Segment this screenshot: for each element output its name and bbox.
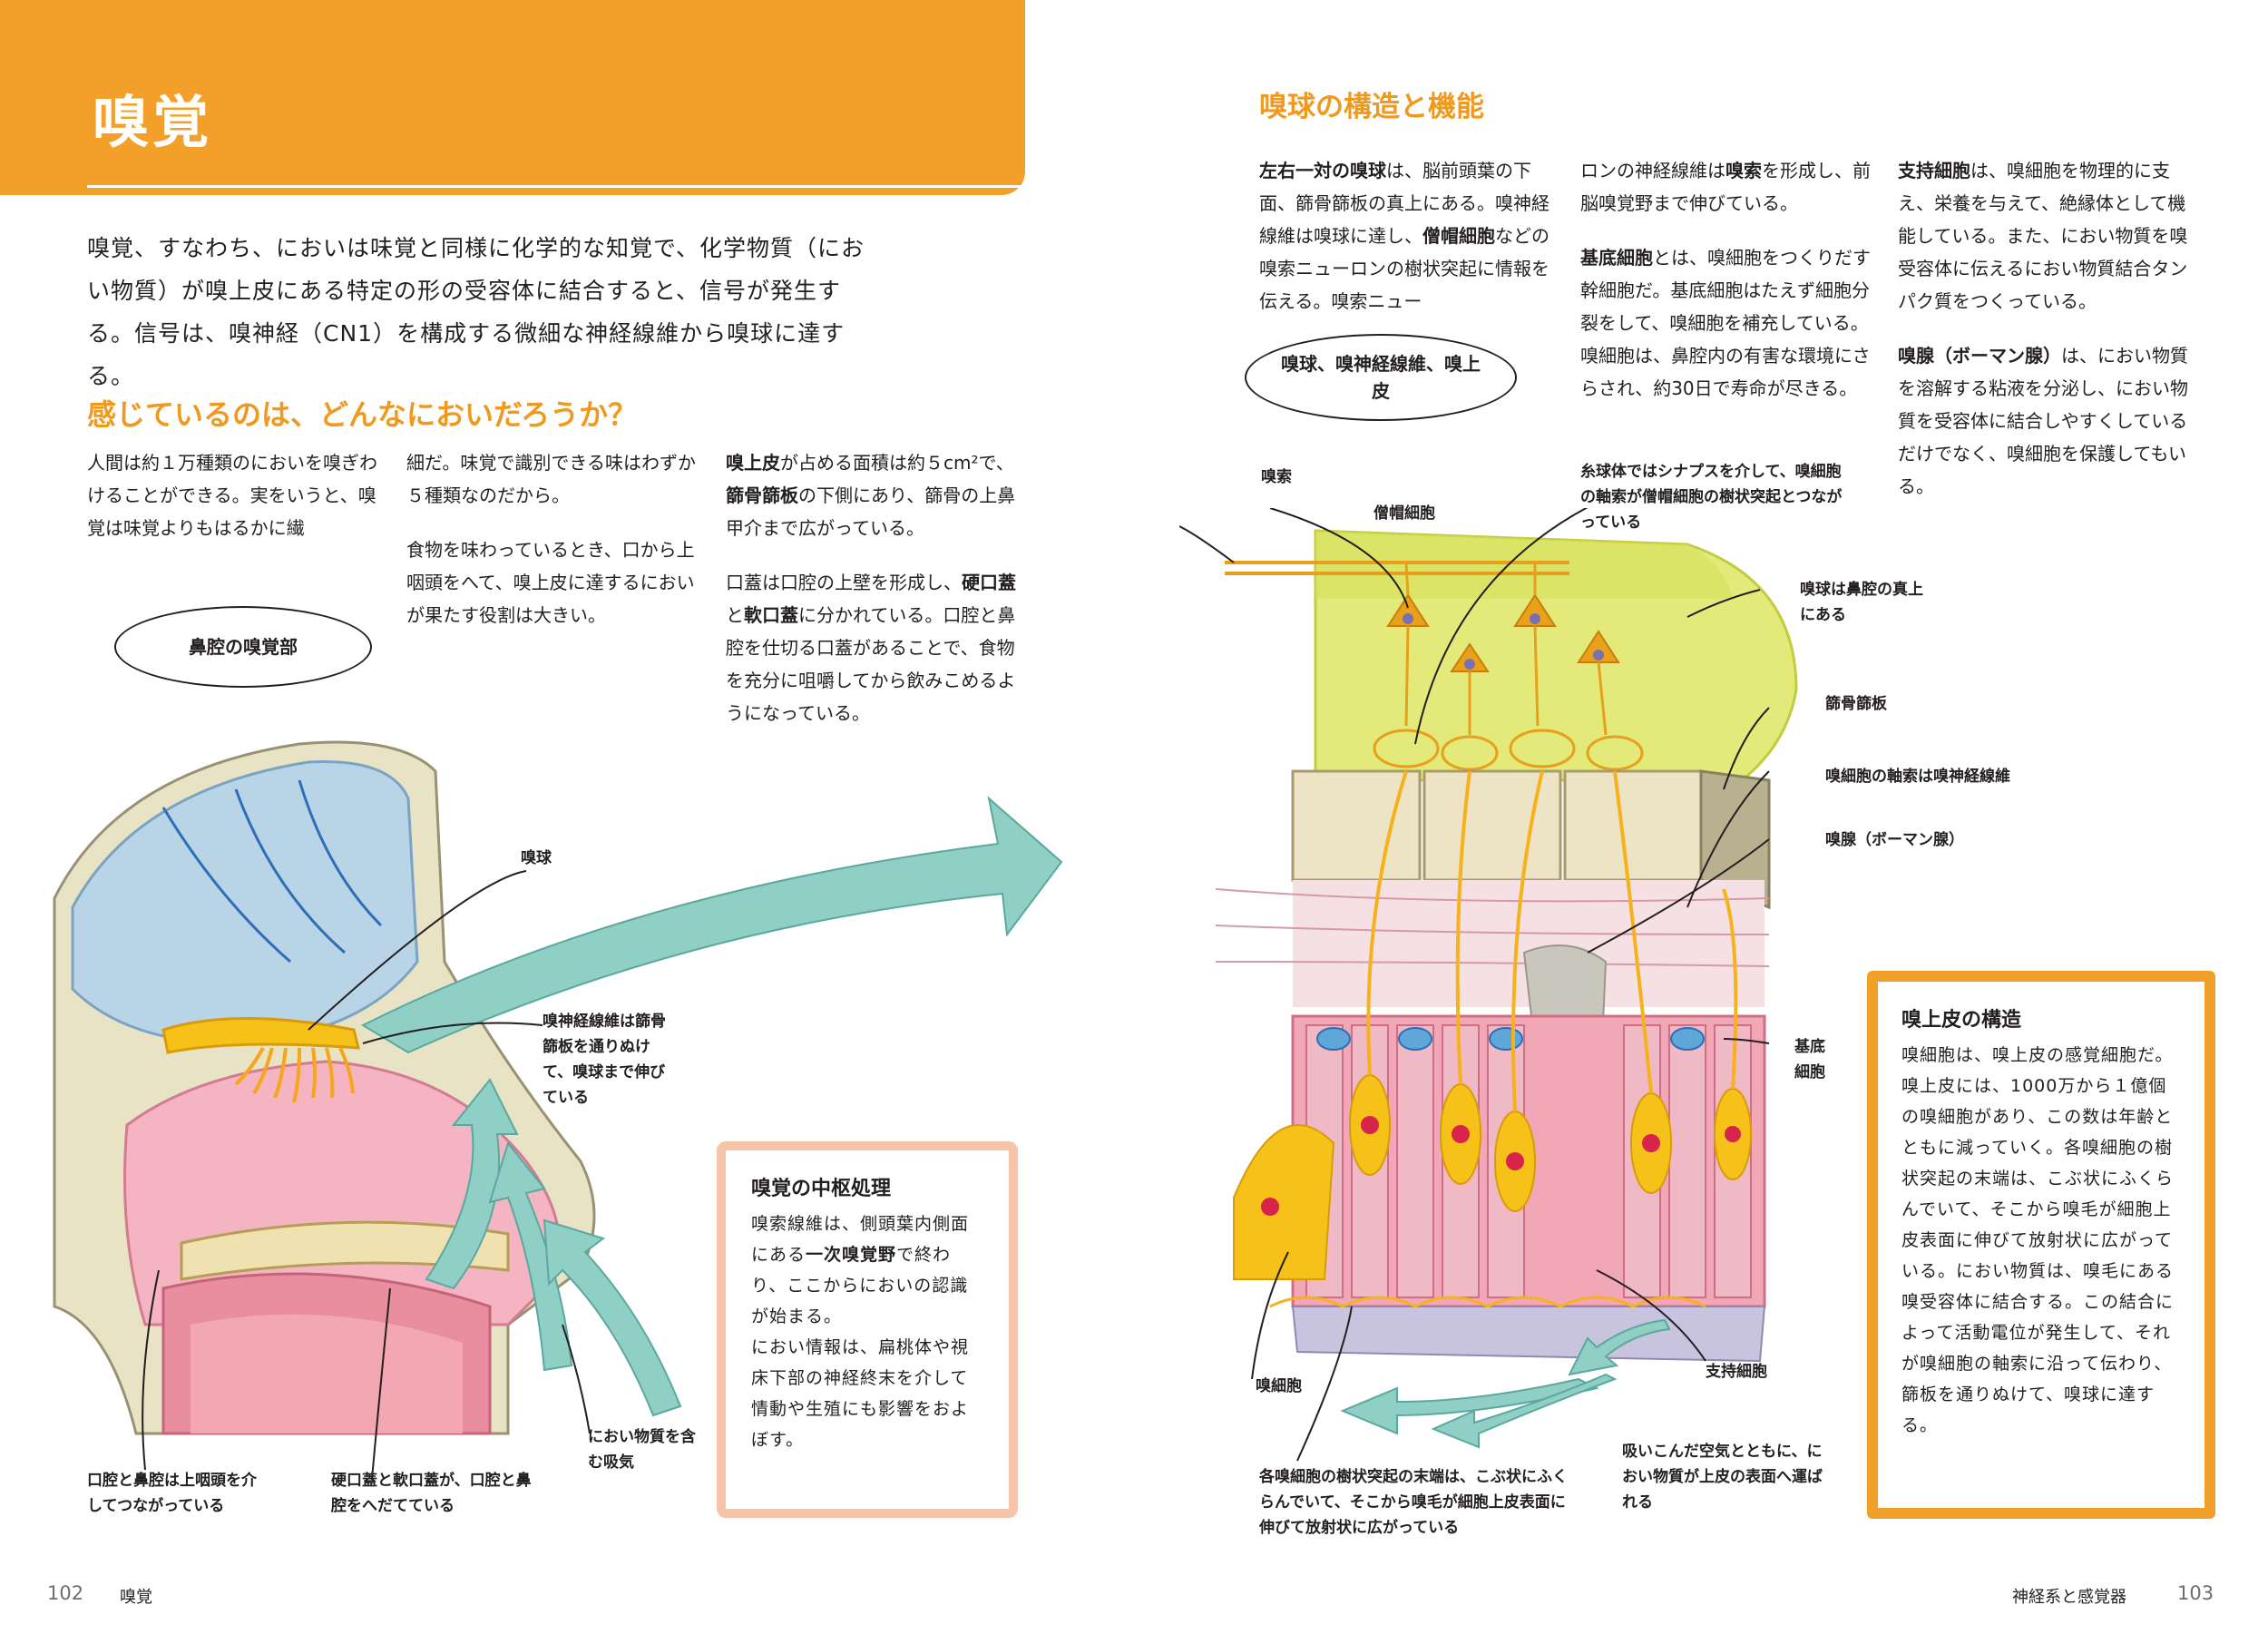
label-support-cell: 支持細胞 (1706, 1363, 1767, 1381)
left-col-3-p2: 口蓋は口腔の上壁を形成し、硬口蓋と軟口蓋に分かれている。口腔と鼻腔を仕切る口蓋が… (726, 572, 1016, 724)
left-col-2: 細だ。味覚で識別できる味はわずか５種類なのだから。 食物を味わっているとき、口か… (406, 446, 697, 653)
label-axon: 嗅細胞の軸索は嗅神経線維 (1825, 768, 2010, 786)
label-receptor-cell: 嗅細胞 (1256, 1377, 1302, 1395)
left-col-1-text: 人間は約１万種類のにおいを嗅ぎわけることができる。実をいうと、嗅覚は味覚よりもは… (87, 452, 377, 539)
left-col-1: 人間は約１万種類のにおいを嗅ぎわけることができる。実をいうと、嗅覚は味覚よりもは… (87, 446, 377, 566)
central-processing-box: 嗅覚の中枢処理 嗅索線維は、側頭葉内側面にある一次嗅覚野で終わり、ここからにおい… (717, 1141, 1018, 1518)
epithelium-structure-title: 嗅上皮の構造 (1901, 1009, 2022, 1032)
left-col-2-p2: 食物を味わっているとき、口から上咽頭をへて、嗅上皮に達するにおいが果たす役割は大… (406, 539, 695, 626)
right-page-number: 103 (2177, 1582, 2214, 1604)
intro-paragraph: 嗅覚、すなわち、においは味覚と同様に化学的な知覚で、化学物質（におい物質）が嗅上… (87, 235, 865, 389)
label-nerve-fibers: 嗅神経線維は篩骨篩板を通りぬけて、嗅球まで伸びている (543, 1013, 666, 1107)
left-running-title: 嗅覚 (120, 1588, 152, 1607)
epithelium-structure-body: 嗅細胞は、嗅上皮の感覚細胞だ。嗅上皮には、1000万から１億個の嗅細胞があり、こ… (1901, 1045, 2175, 1435)
right-section-heading: 嗅球の構造と機能 (1259, 91, 1484, 123)
right-col-3-p2: 嗅腺（ボーマン腺）は、におい物質を溶解する粘液を分泌し、におい物質を受容体に結合… (1898, 345, 2188, 497)
label-palate: 硬口蓋と軟口蓋が、口腔と鼻腔をへだてている (331, 1472, 532, 1515)
nasal-cavity-illustration (53, 740, 1063, 1480)
left-col-2-p1: 細だ。味覚で識別できる味はわずか５種類なのだから。 (406, 452, 696, 506)
left-col-3-p1: 嗅上皮が占める面積は約５cm²で、篩骨篩板の下側にあり、篩骨の上鼻甲介まで広がっ… (726, 452, 1016, 539)
right-col-3-p1: 支持細胞は、嗅細胞を物理的に支え、栄養を与えて、絶縁体として機能している。また、… (1898, 160, 2188, 312)
right-col-2-p2: 基底細胞とは、嗅細胞をつくりだす幹細胞だ。基底細胞はたえず細胞分裂をして、嗅細胞… (1580, 247, 1871, 399)
right-col-3: 支持細胞は、嗅細胞を物理的に支え、栄養を与えて、絶縁体として機能している。また、… (1898, 154, 2188, 524)
left-col-3: 嗅上皮が占める面積は約５cm²で、篩骨篩板の下側にあり、篩骨の上鼻甲介まで広がっ… (726, 446, 1016, 751)
label-oral-nasal: 口腔と鼻腔は上咽頭を介してつながっている (87, 1472, 257, 1515)
header-rule (87, 185, 1025, 188)
right-running-title: 神経系と感覚器 (2012, 1588, 2126, 1607)
left-page-number: 102 (47, 1582, 84, 1604)
label-olfactory-tract: 嗅索 (1261, 468, 1292, 486)
right-col-2: ロンの神経線維は嗅索を形成し、前脳嗅覚野まで伸びている。 基底細胞とは、嗅細胞を… (1580, 154, 1871, 426)
label-dendrite: 各嗅細胞の樹状突起の末端は、こぶ状にふくらんでいて、そこから嗅毛が細胞上皮表面に… (1259, 1468, 1568, 1537)
label-bulb-position: 嗅球は鼻腔の真上にある (1800, 581, 1923, 624)
left-section-heading: 感じているのは、どんなにおいだろうか？ (87, 397, 638, 432)
olfactory-bulb-epithelium-illustration (1179, 508, 1798, 1462)
chapter-title: 嗅覚 (93, 89, 213, 155)
label-inhale: におい物質を含む吸気 (588, 1428, 696, 1472)
central-processing-title: 嗅覚の中枢処理 (751, 1178, 892, 1200)
label-mitral-cell: 僧帽細胞 (1374, 504, 1435, 523)
label-basal-cell: 基底細胞 (1794, 1038, 1825, 1081)
label-cribriform-plate: 篩骨篩板 (1825, 695, 1887, 713)
right-col-1-text: 左右一対の嗅球は、脳前頭葉の下面、篩骨篩板の真上にある。嗅神経線維は嗅球に達し、… (1259, 160, 1549, 312)
nasal-region-oval-label: 鼻腔の嗅覚部 (114, 606, 372, 688)
right-col-1: 左右一対の嗅球は、脳前頭葉の下面、篩骨篩板の真上にある。嗅神経線維は嗅球に達し、… (1259, 154, 1549, 339)
label-bowman-gland: 嗅腺（ボーマン腺） (1825, 831, 1964, 849)
label-glomerulus: 糸球体ではシナプスを介して、嗅細胞の軸索が僧帽細胞の樹状突起とつながっている (1580, 463, 1843, 532)
right-col-2-p1: ロンの神経線維は嗅索を形成し、前脳嗅覚野まで伸びている。 (1580, 160, 1871, 214)
central-processing-body: 嗅索線維は、側頭葉内側面にある一次嗅覚野で終わり、ここからにおいの認識が始まる。… (751, 1214, 970, 1450)
chapter-header-band (0, 0, 1025, 195)
label-air: 吸いこんだ空気とともに、におい物質が上皮の表面へ運ばれる (1622, 1443, 1823, 1512)
label-olfactory-bulb-left: 嗅球 (521, 849, 552, 867)
epithelium-structure-box: 嗅上皮の構造 嗅細胞は、嗅上皮の感覚細胞だ。嗅上皮には、1000万から１億個の嗅… (1867, 971, 2215, 1519)
bulb-epithelium-oval-label: 嗅球、嗅神経線維、嗅上皮 (1245, 334, 1517, 421)
